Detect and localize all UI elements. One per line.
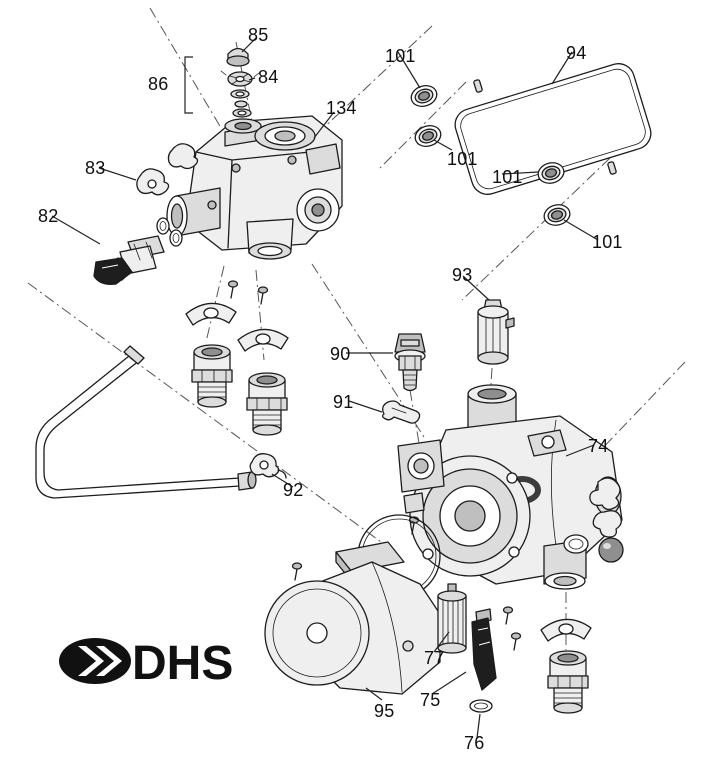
screw [291,562,303,581]
auto-air-vent-93 [477,299,515,365]
drain-valve-82 [93,217,183,285]
part-label-82: 82 [38,206,59,226]
part-label-101-2: 101 [447,149,478,169]
pump-motor-95 [264,541,441,695]
part-label-75: 75 [420,690,441,710]
dhs-logo-text: DHS [132,637,233,690]
part-label-101-1: 101 [385,46,416,66]
grommet-101 [411,121,445,151]
part-label-76: 76 [464,733,485,753]
spring-washers-86 [230,89,252,118]
pipe-fitting [246,372,288,436]
part-label-134: 134 [326,98,357,118]
part-label-101-3: 101 [492,167,523,187]
part-label-92: 92 [283,480,304,500]
chevron-icon [78,646,104,676]
rotor-shaft-75 [471,608,497,691]
pipe-fitting [191,344,233,408]
hook-clip [589,477,621,511]
cartridge-77 [437,583,467,654]
part-label-90: 90 [330,344,351,364]
bypass-pipe [35,345,257,499]
retaining-clip-upper [167,143,199,170]
part-label-91: 91 [333,392,354,412]
screw [227,280,239,299]
cap-plug [598,537,624,563]
chevron-icon [96,646,122,676]
pipe-fitting [547,650,589,714]
gas-valve-assembly-134 [166,115,343,260]
sensor-clip-91 [381,400,421,424]
plate-pin [473,79,617,175]
o-ring-76 [469,699,493,713]
retaining-clip-83 [136,168,170,196]
valve-cap-stack [220,47,260,118]
part-label-101-4: 101 [592,232,623,252]
part-label-95: 95 [374,701,395,721]
hook-clip [592,510,622,538]
temperature-sensor-90 [394,333,426,392]
washer-ring [563,534,589,554]
part-label-77: 77 [424,648,445,668]
pump-housing-74 [397,384,623,590]
pipe-clip-92 [249,453,287,479]
part-label-83: 83 [85,158,106,178]
part-label-85: 85 [248,25,269,45]
part-label-84: 84 [258,67,279,87]
part-label-93: 93 [452,265,473,285]
part-label-86: 86 [148,74,169,94]
valve-lever [93,257,133,285]
screw [510,632,522,651]
dhs-logo-mark [59,638,131,684]
mounting-plate-94 [454,63,652,195]
label-leaders [51,37,599,739]
lock-washer-84 [220,70,260,87]
part-label-94: 94 [566,43,587,63]
screw [257,286,269,305]
dhs-logo: DHS [59,637,233,690]
screw [502,606,514,625]
grommet-101 [407,81,441,111]
grommet-101 [541,201,573,229]
part-label-74: 74 [588,436,609,456]
